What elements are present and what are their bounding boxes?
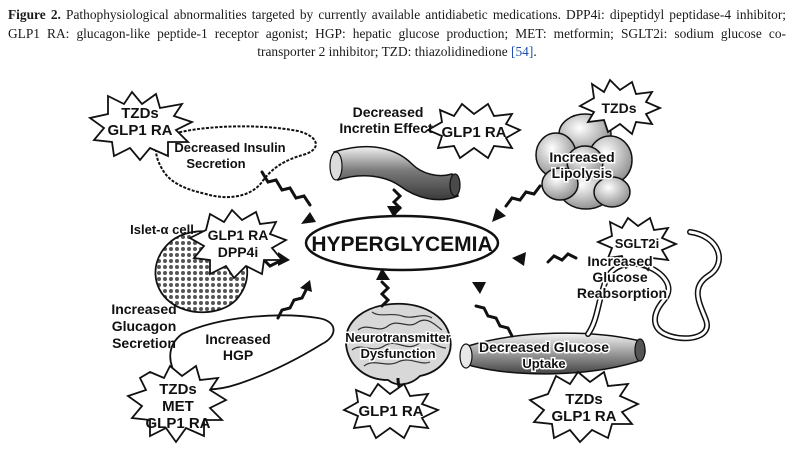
mech-hgp-line2: HGP (223, 347, 253, 363)
reference-link[interactable]: [54] (511, 44, 534, 59)
pancreas-shape (155, 125, 317, 199)
drug-br-line1: TZDs (565, 391, 603, 408)
mech-reabsorption-line3: Reabsorption (577, 285, 667, 301)
mech-reabsorption-line1: Increased (587, 253, 652, 269)
mech-hgp-line1: Increased (205, 331, 270, 347)
mech-islet-label: Islet-α cell (130, 222, 194, 237)
drug-hgp-line1: TZDs (159, 381, 197, 398)
mech-uptake-line2: Uptake (522, 356, 565, 371)
starburst-tzd-glp1-right (528, 370, 641, 444)
mech-uptake-line1: Decreased Glucose (479, 339, 609, 355)
muscle-shape (459, 332, 646, 375)
arrow-neuro (379, 280, 391, 308)
figure-caption: Figure 2. Pathophysiological abnormaliti… (8, 6, 786, 62)
starburst-sglt2i (595, 216, 679, 272)
adipose-cells (535, 113, 633, 210)
mech-insulin-line2: Secretion (186, 156, 245, 171)
arrow-reabsorption (546, 252, 578, 264)
mech-incretin-line1: Decreased (353, 104, 424, 120)
figure-label: Figure 2. (8, 7, 61, 22)
mech-glucagon-line3: Secretion (112, 335, 176, 351)
starburst-tzd-met-glp1 (126, 364, 228, 444)
starburst-glp1-neuro (341, 382, 441, 440)
starburst-tzd-right (577, 78, 663, 136)
arrow-hgp (276, 288, 308, 320)
drug-hgp-line3: GLP1 RA (145, 415, 210, 432)
mech-lipolysis-line2: Lipolysis (552, 165, 613, 181)
drug-islet-line2: DPP4i (218, 244, 258, 260)
mech-reabsorption-line2: Glucose (592, 269, 647, 285)
arrow-lipolysis (504, 184, 542, 208)
arrow-insulin (260, 170, 312, 207)
mech-neuro-line2: Dysfunction (360, 346, 435, 361)
intestine-tube (329, 145, 461, 201)
mech-lipolysis-line1: Increased (549, 149, 614, 165)
hyperglycemia-label: HYPERGLYCEMIA (311, 233, 492, 256)
drug-tr: TZDs (602, 100, 637, 116)
drug-islet-line1: GLP1 RA (208, 227, 269, 243)
drug-tl-line1: TZDs (121, 105, 159, 122)
mech-neuro-line1: Neurotransmitter (345, 330, 450, 345)
drug-neuro: GLP1 RA (358, 403, 423, 420)
caption-text: Pathophysiological abnormalities targete… (8, 7, 787, 59)
mech-insulin-line1: Decreased Insulin (174, 140, 285, 155)
mech-glucagon-line2: Glucagon (112, 318, 177, 334)
starburst-glp1-dpp4 (188, 208, 289, 280)
hyperglycemia-ellipse (304, 214, 500, 272)
arrow-heads (278, 206, 526, 294)
drug-br-line2: GLP1 RA (551, 408, 616, 425)
drug-hgp-line2: MET (162, 398, 194, 415)
mech-incretin-line2: Incretin Effect (339, 120, 433, 136)
starburst-glp1-incretin (425, 102, 523, 160)
drug-sglt: SGLT2i (615, 236, 660, 251)
starburst-tzd-glp1-left (87, 90, 195, 162)
mech-glucagon-line1: Increased (111, 301, 176, 317)
arrow-uptake (474, 304, 514, 338)
drug-tl-line2: GLP1 RA (107, 122, 172, 139)
drug-incretin: GLP1 RA (441, 124, 506, 141)
caption-end: . (533, 44, 537, 59)
